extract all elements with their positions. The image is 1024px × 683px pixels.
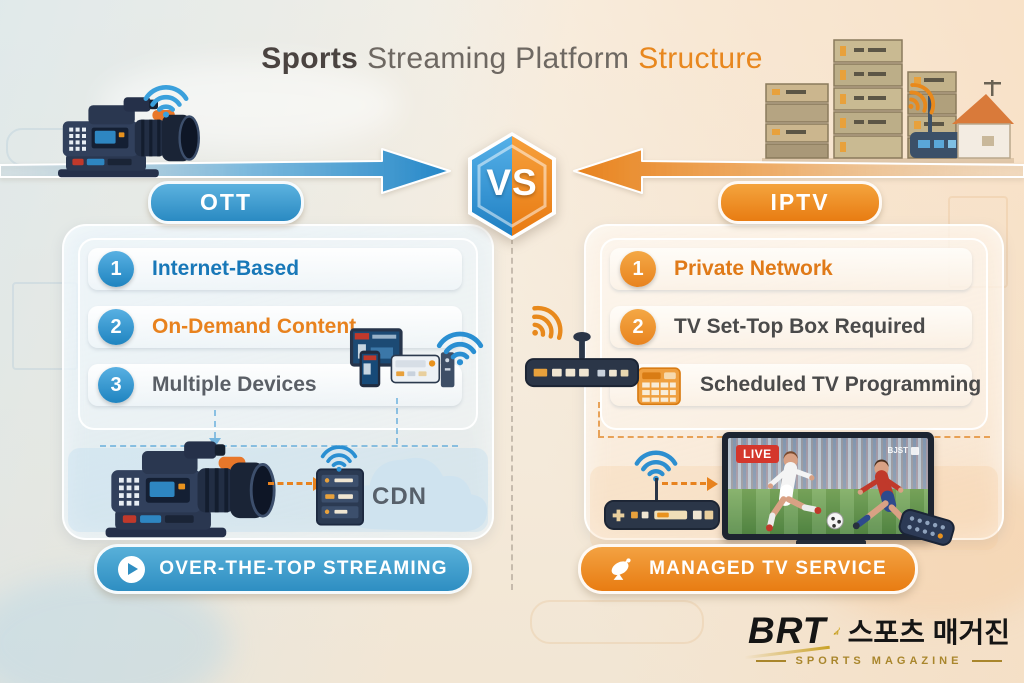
logo-subtitle-row: SPORTS MAGAZINE <box>748 655 1010 667</box>
tv-brand-logo: BJST <box>888 446 919 455</box>
antenna <box>655 478 658 502</box>
vs-hexagon <box>468 132 556 240</box>
number-badge: 3 <box>98 367 134 403</box>
ott-footer-pill: OVER-THE-TOP STREAMING <box>94 544 472 594</box>
number-badge: 2 <box>98 309 134 345</box>
remote-control-icon <box>898 508 955 546</box>
epg-grid-icon <box>636 364 682 406</box>
magazine-logo: BRT 스포츠 매거진 SPORTS MAGAZINE <box>744 610 1010 667</box>
multi-device-icons <box>349 328 455 388</box>
iptv-direction-arrow <box>573 148 1024 194</box>
number-badge: 2 <box>620 309 656 345</box>
iptv-header-pill: IPTV <box>718 181 882 224</box>
panel-divider <box>511 238 513 590</box>
ott-feature-row: 3 Multiple Devices <box>88 364 462 406</box>
number-badge: 1 <box>620 251 656 287</box>
cdn-label: CDN <box>372 483 427 510</box>
ott-header-label: OTT <box>200 189 252 215</box>
feature-label: TV Set-Top Box Required <box>674 315 926 338</box>
tv-stand <box>796 540 866 547</box>
flow-line <box>396 398 398 444</box>
feature-label: Internet-Based <box>152 257 300 280</box>
logo-row: BRT 스포츠 매거진 <box>744 610 1010 660</box>
logo-rule <box>972 660 1003 662</box>
logo-subtitle: SPORTS MAGAZINE <box>795 655 963 667</box>
title-word-middle: Streaming Platform <box>367 42 630 75</box>
ott-feature-row: 1 Internet-Based <box>88 248 462 290</box>
number-badge: 1 <box>98 251 134 287</box>
iptv-feature-row: 1 Private Network <box>610 248 972 290</box>
feature-label: Multiple Devices <box>152 373 317 396</box>
ott-footer-label: OVER-THE-TOP STREAMING <box>159 558 448 579</box>
tv-screen: LIVE BJST <box>722 432 934 540</box>
cdn-server-icon <box>316 468 364 526</box>
vs-badge: VS <box>452 126 572 246</box>
iptv-feature-row: 2 TV Set-Top Box Required <box>610 306 972 348</box>
wifi-icon <box>316 438 362 472</box>
ott-header-pill: OTT <box>148 181 304 224</box>
iptv-header-label: IPTV <box>770 189 830 215</box>
flow-arrowhead <box>209 438 221 447</box>
flow-line <box>214 410 216 438</box>
iptv-footer-pill: MANAGED TV SERVICE <box>578 544 918 594</box>
logo-korean-text: 스포츠 매거진 <box>847 617 1010 648</box>
flow-line <box>100 445 458 447</box>
stream-arrow <box>268 476 324 491</box>
satellite-dish-icon <box>609 557 635 582</box>
logo-rule <box>755 660 786 662</box>
logo-brand: BRT <box>748 610 827 651</box>
iptv-feature-row: Scheduled TV Programming <box>610 364 981 406</box>
feature-label: Private Network <box>674 257 833 280</box>
feature-label: On-Demand Content <box>152 315 357 338</box>
set-top-box-icon <box>604 498 720 531</box>
wifi-icon <box>632 442 680 482</box>
wifi-icon <box>434 322 486 366</box>
wifi-icon <box>140 76 192 118</box>
vs-label: VS <box>486 162 538 203</box>
iptv-footer-label: MANAGED TV SERVICE <box>649 558 887 579</box>
live-badge: LIVE <box>736 445 779 463</box>
title-word-sports: Sports <box>261 42 359 75</box>
background-sketch <box>530 600 704 644</box>
flow-line <box>598 402 600 436</box>
iptv-panel: 1 Private Network 2 TV Set-Top Box Requi… <box>584 224 1004 550</box>
feature-label: Scheduled TV Programming <box>700 373 982 396</box>
stream-arrow <box>662 476 718 491</box>
broadcast-camera-icon <box>96 428 278 543</box>
logo-gold-mark <box>834 626 841 635</box>
title-word-structure: Structure <box>638 42 763 75</box>
play-icon <box>118 555 146 583</box>
